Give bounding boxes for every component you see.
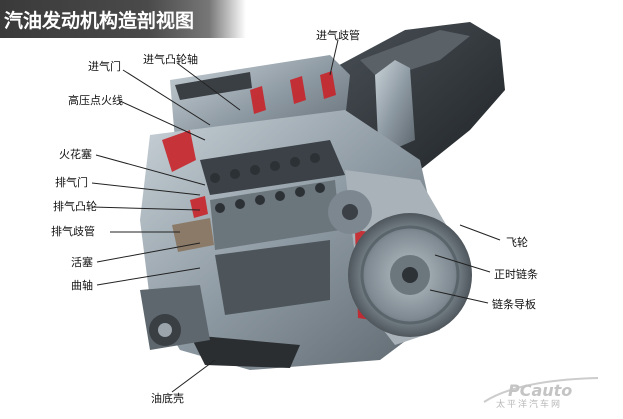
label-oil-pan: 油底壳 bbox=[151, 392, 184, 405]
flywheel-assembly bbox=[328, 190, 472, 337]
label-piston: 活塞 bbox=[71, 256, 93, 269]
label-flywheel: 飞轮 bbox=[506, 236, 528, 249]
camshaft-rows bbox=[210, 153, 325, 213]
label-intake-valve: 进气门 bbox=[88, 60, 121, 73]
page-title: 汽油发动机构造剖视图 bbox=[4, 10, 195, 32]
label-exhaust-valve: 排气门 bbox=[55, 176, 88, 189]
label-timing-chain: 正时链条 bbox=[494, 268, 538, 281]
label-hv-ignition-wire: 高压点火线 bbox=[68, 94, 123, 107]
label-intake-manifold: 进气歧管 bbox=[316, 29, 360, 42]
label-intake-camshaft: 进气凸轮轴 bbox=[143, 53, 198, 66]
label-chain-guide: 链条导板 bbox=[492, 298, 536, 311]
label-crankshaft: 曲轴 bbox=[71, 279, 93, 292]
label-exhaust-manifold: 排气歧管 bbox=[51, 225, 95, 238]
title-bar: 汽油发动机构造剖视图 bbox=[0, 0, 246, 38]
pcauto-watermark-logo: PCauto bbox=[483, 377, 599, 403]
watermark-subtitle: 太平洋汽车网 bbox=[496, 400, 563, 410]
watermark-logo-text: PCauto bbox=[508, 381, 572, 400]
label-spark-plug: 火花塞 bbox=[59, 148, 92, 161]
leader-lines bbox=[91, 39, 501, 393]
label-exhaust-cam: 排气凸轮 bbox=[53, 200, 97, 213]
